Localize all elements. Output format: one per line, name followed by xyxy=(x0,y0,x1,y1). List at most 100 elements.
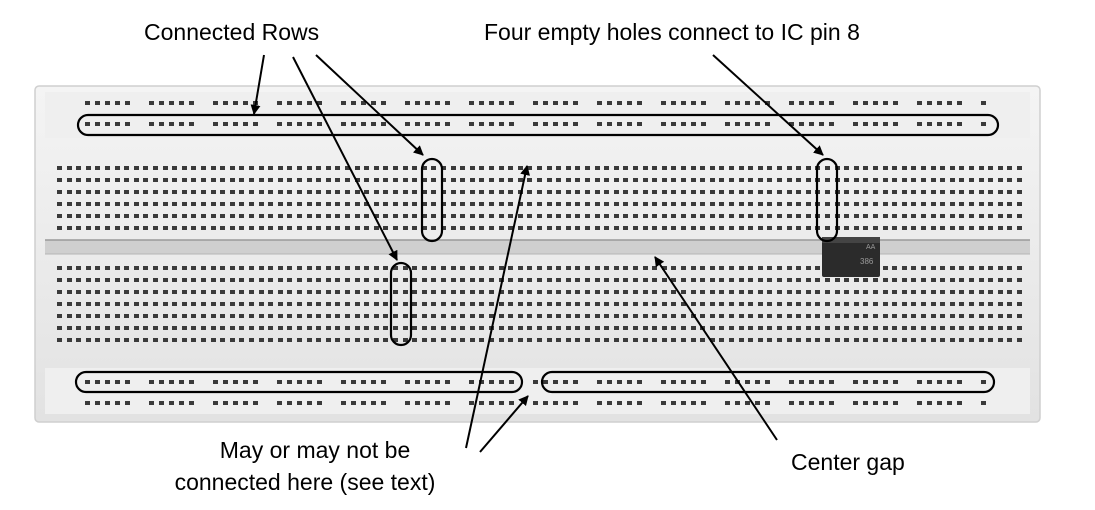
terminal-hole xyxy=(163,226,168,230)
terminal-hole xyxy=(345,214,350,218)
terminal-hole xyxy=(662,190,667,194)
rail-hole xyxy=(213,122,218,126)
terminal-hole xyxy=(662,266,667,270)
terminal-hole xyxy=(259,202,264,206)
terminal-hole xyxy=(460,178,465,182)
rail-hole xyxy=(701,122,706,126)
terminal-hole xyxy=(652,314,657,318)
terminal-hole xyxy=(911,338,916,342)
terminal-hole xyxy=(748,314,753,318)
terminal-hole xyxy=(422,314,427,318)
terminal-hole xyxy=(67,290,72,294)
rail-hole xyxy=(307,122,312,126)
terminal-hole xyxy=(499,338,504,342)
terminal-hole xyxy=(220,214,225,218)
terminal-hole xyxy=(403,178,408,182)
terminal-hole xyxy=(115,266,120,270)
terminal-hole xyxy=(153,214,158,218)
terminal-hole xyxy=(825,302,830,306)
terminal-hole xyxy=(57,166,62,170)
terminal-hole xyxy=(191,214,196,218)
terminal-hole xyxy=(710,190,715,194)
terminal-hole xyxy=(95,278,100,282)
terminal-hole xyxy=(470,214,475,218)
terminal-hole xyxy=(883,278,888,282)
terminal-hole xyxy=(95,202,100,206)
terminal-hole xyxy=(172,326,177,330)
terminal-hole xyxy=(364,214,369,218)
rail-hole xyxy=(735,122,740,126)
terminal-hole xyxy=(748,302,753,306)
terminal-hole xyxy=(479,314,484,318)
terminal-hole xyxy=(153,326,158,330)
terminal-hole xyxy=(259,214,264,218)
rail-hole xyxy=(607,122,612,126)
terminal-hole xyxy=(431,266,436,270)
rail-hole xyxy=(381,122,386,126)
terminal-hole xyxy=(508,202,513,206)
terminal-hole xyxy=(316,166,321,170)
terminal-hole xyxy=(739,314,744,318)
terminal-hole xyxy=(191,338,196,342)
terminal-hole xyxy=(268,226,273,230)
terminal-hole xyxy=(383,166,388,170)
rail-hole xyxy=(755,122,760,126)
terminal-hole xyxy=(662,326,667,330)
terminal-hole xyxy=(614,290,619,294)
terminal-hole xyxy=(412,314,417,318)
rail-hole xyxy=(243,380,248,384)
terminal-hole xyxy=(355,266,360,270)
terminal-hole xyxy=(431,314,436,318)
terminal-hole xyxy=(556,338,561,342)
terminal-hole xyxy=(76,190,81,194)
terminal-hole xyxy=(259,278,264,282)
terminal-hole xyxy=(431,290,436,294)
terminal-hole xyxy=(239,214,244,218)
terminal-hole xyxy=(825,166,830,170)
rail-hole xyxy=(671,101,676,105)
terminal-hole xyxy=(691,278,696,282)
terminal-hole xyxy=(460,266,465,270)
rail-hole xyxy=(937,380,942,384)
terminal-hole xyxy=(335,326,340,330)
terminal-hole xyxy=(259,314,264,318)
terminal-hole xyxy=(671,314,676,318)
terminal-hole xyxy=(374,178,379,182)
rail-hole xyxy=(553,380,558,384)
terminal-hole xyxy=(297,214,302,218)
column-outline-ic-pin8 xyxy=(815,157,839,243)
rail-hole xyxy=(469,380,474,384)
terminal-hole xyxy=(940,190,945,194)
terminal-hole xyxy=(787,202,792,206)
terminal-hole xyxy=(921,314,926,318)
terminal-hole xyxy=(998,266,1003,270)
terminal-hole xyxy=(1007,190,1012,194)
terminal-hole xyxy=(585,178,590,182)
terminal-hole xyxy=(278,178,283,182)
terminal-hole xyxy=(383,314,388,318)
rail-hole xyxy=(479,101,484,105)
terminal-hole xyxy=(595,314,600,318)
terminal-hole xyxy=(172,338,177,342)
rail-hole xyxy=(627,122,632,126)
terminal-hole xyxy=(86,166,91,170)
rail-hole xyxy=(189,380,194,384)
terminal-hole xyxy=(230,202,235,206)
terminal-hole xyxy=(326,314,331,318)
terminal-hole xyxy=(191,178,196,182)
terminal-hole xyxy=(710,226,715,230)
terminal-hole xyxy=(76,214,81,218)
terminal-hole xyxy=(662,278,667,282)
terminal-hole xyxy=(191,314,196,318)
terminal-hole xyxy=(547,278,552,282)
terminal-hole xyxy=(470,190,475,194)
terminal-hole xyxy=(691,290,696,294)
terminal-hole xyxy=(604,190,609,194)
terminal-hole xyxy=(662,314,667,318)
terminal-hole xyxy=(1007,178,1012,182)
rail-hole xyxy=(499,401,504,405)
rail-hole xyxy=(243,122,248,126)
terminal-hole xyxy=(153,338,158,342)
rail-hole xyxy=(435,101,440,105)
terminal-hole xyxy=(335,190,340,194)
